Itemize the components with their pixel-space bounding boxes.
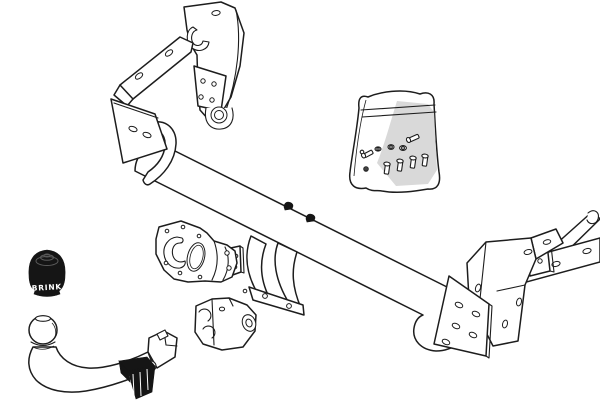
crossbar-end-plate: crossbar end plate (433, 275, 493, 359)
towball-cover: towball cover cap BRINK (28, 249, 66, 297)
lock-key: locking key (118, 356, 157, 400)
fastener-bag: fastener kit bag (348, 90, 441, 193)
crossbar-studs: crossbar studs (283, 201, 316, 223)
brand-label: BRINK (31, 282, 62, 293)
receiver-flange: receiver flange plate (155, 220, 238, 283)
bolt-icons (359, 133, 429, 175)
left-bracket-clamp: left clamp strap and side plate (110, 98, 177, 186)
receiver-housing: receiver housing (194, 297, 257, 351)
left-mounting-bracket: left mounting bracket (113, 1, 245, 130)
swan-neck-towball: detachable swan-neck towball (28, 315, 178, 393)
